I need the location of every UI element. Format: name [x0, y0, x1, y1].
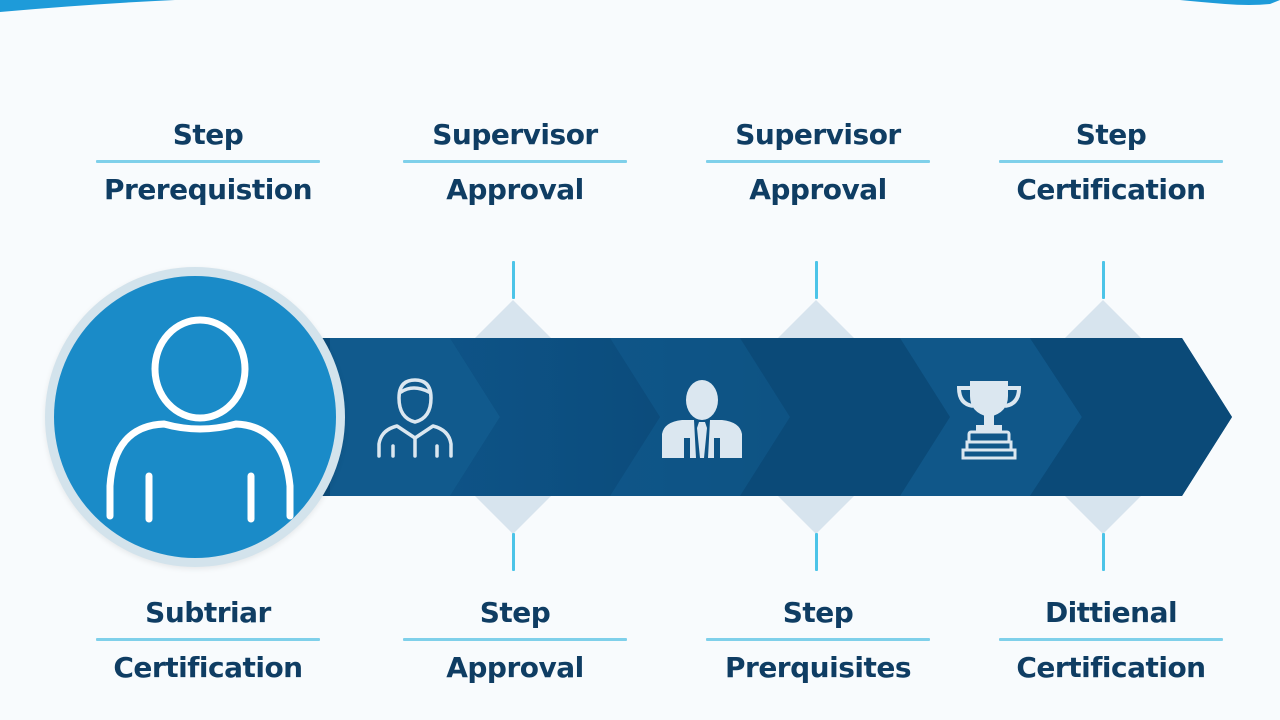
label-divider [999, 638, 1223, 641]
label-subheading: Prerquisites [724, 651, 912, 684]
label-divider [96, 160, 320, 163]
top-label-2: Supervisor Approval [403, 118, 627, 207]
top-label-3: Supervisor Approval [706, 118, 930, 207]
bottom-label-1: Subtriar Certification [96, 596, 320, 685]
label-heading: Step [782, 596, 854, 629]
label-subheading: Certification [1016, 651, 1206, 684]
label-divider [403, 638, 627, 641]
connector-tick [1102, 533, 1105, 571]
bottom-label-3: Step Prerquisites [706, 596, 930, 685]
start-avatar-fill [54, 276, 336, 558]
connector-tick [512, 261, 515, 299]
connector-tick [512, 533, 515, 571]
label-divider [999, 160, 1223, 163]
label-heading: Supervisor [735, 118, 901, 151]
label-heading: Step [1075, 118, 1147, 151]
start-avatar-circle [45, 267, 345, 567]
user-outline-icon [106, 316, 294, 523]
label-subheading: Prerequistion [103, 173, 313, 206]
connector-tick [815, 533, 818, 571]
label-divider [706, 638, 930, 641]
label-heading: Supervisor [432, 118, 598, 151]
supervisor-tie-icon [662, 380, 742, 458]
label-subheading: Approval [446, 651, 584, 684]
label-divider [403, 160, 627, 163]
label-subheading: Approval [749, 173, 887, 206]
top-label-1: Step Prerequistion [96, 118, 320, 207]
label-heading: Subtriar [145, 596, 271, 629]
label-divider [706, 160, 930, 163]
label-subheading: Certification [113, 651, 303, 684]
connector-tick [1102, 261, 1105, 299]
bottom-label-2: Step Approval [403, 596, 627, 685]
top-label-4: Step Certification [999, 118, 1223, 207]
label-subheading: Approval [446, 173, 584, 206]
employee-outline-icon [377, 378, 453, 458]
connector-tick [815, 261, 818, 299]
label-heading: Step [172, 118, 244, 151]
label-subheading: Certification [1016, 173, 1206, 206]
label-heading: Dittienal [1044, 596, 1178, 629]
label-heading: Step [479, 596, 551, 629]
trophy-icon [956, 381, 1022, 460]
bottom-label-4: Dittienal Certification [999, 596, 1223, 685]
label-divider [96, 638, 320, 641]
